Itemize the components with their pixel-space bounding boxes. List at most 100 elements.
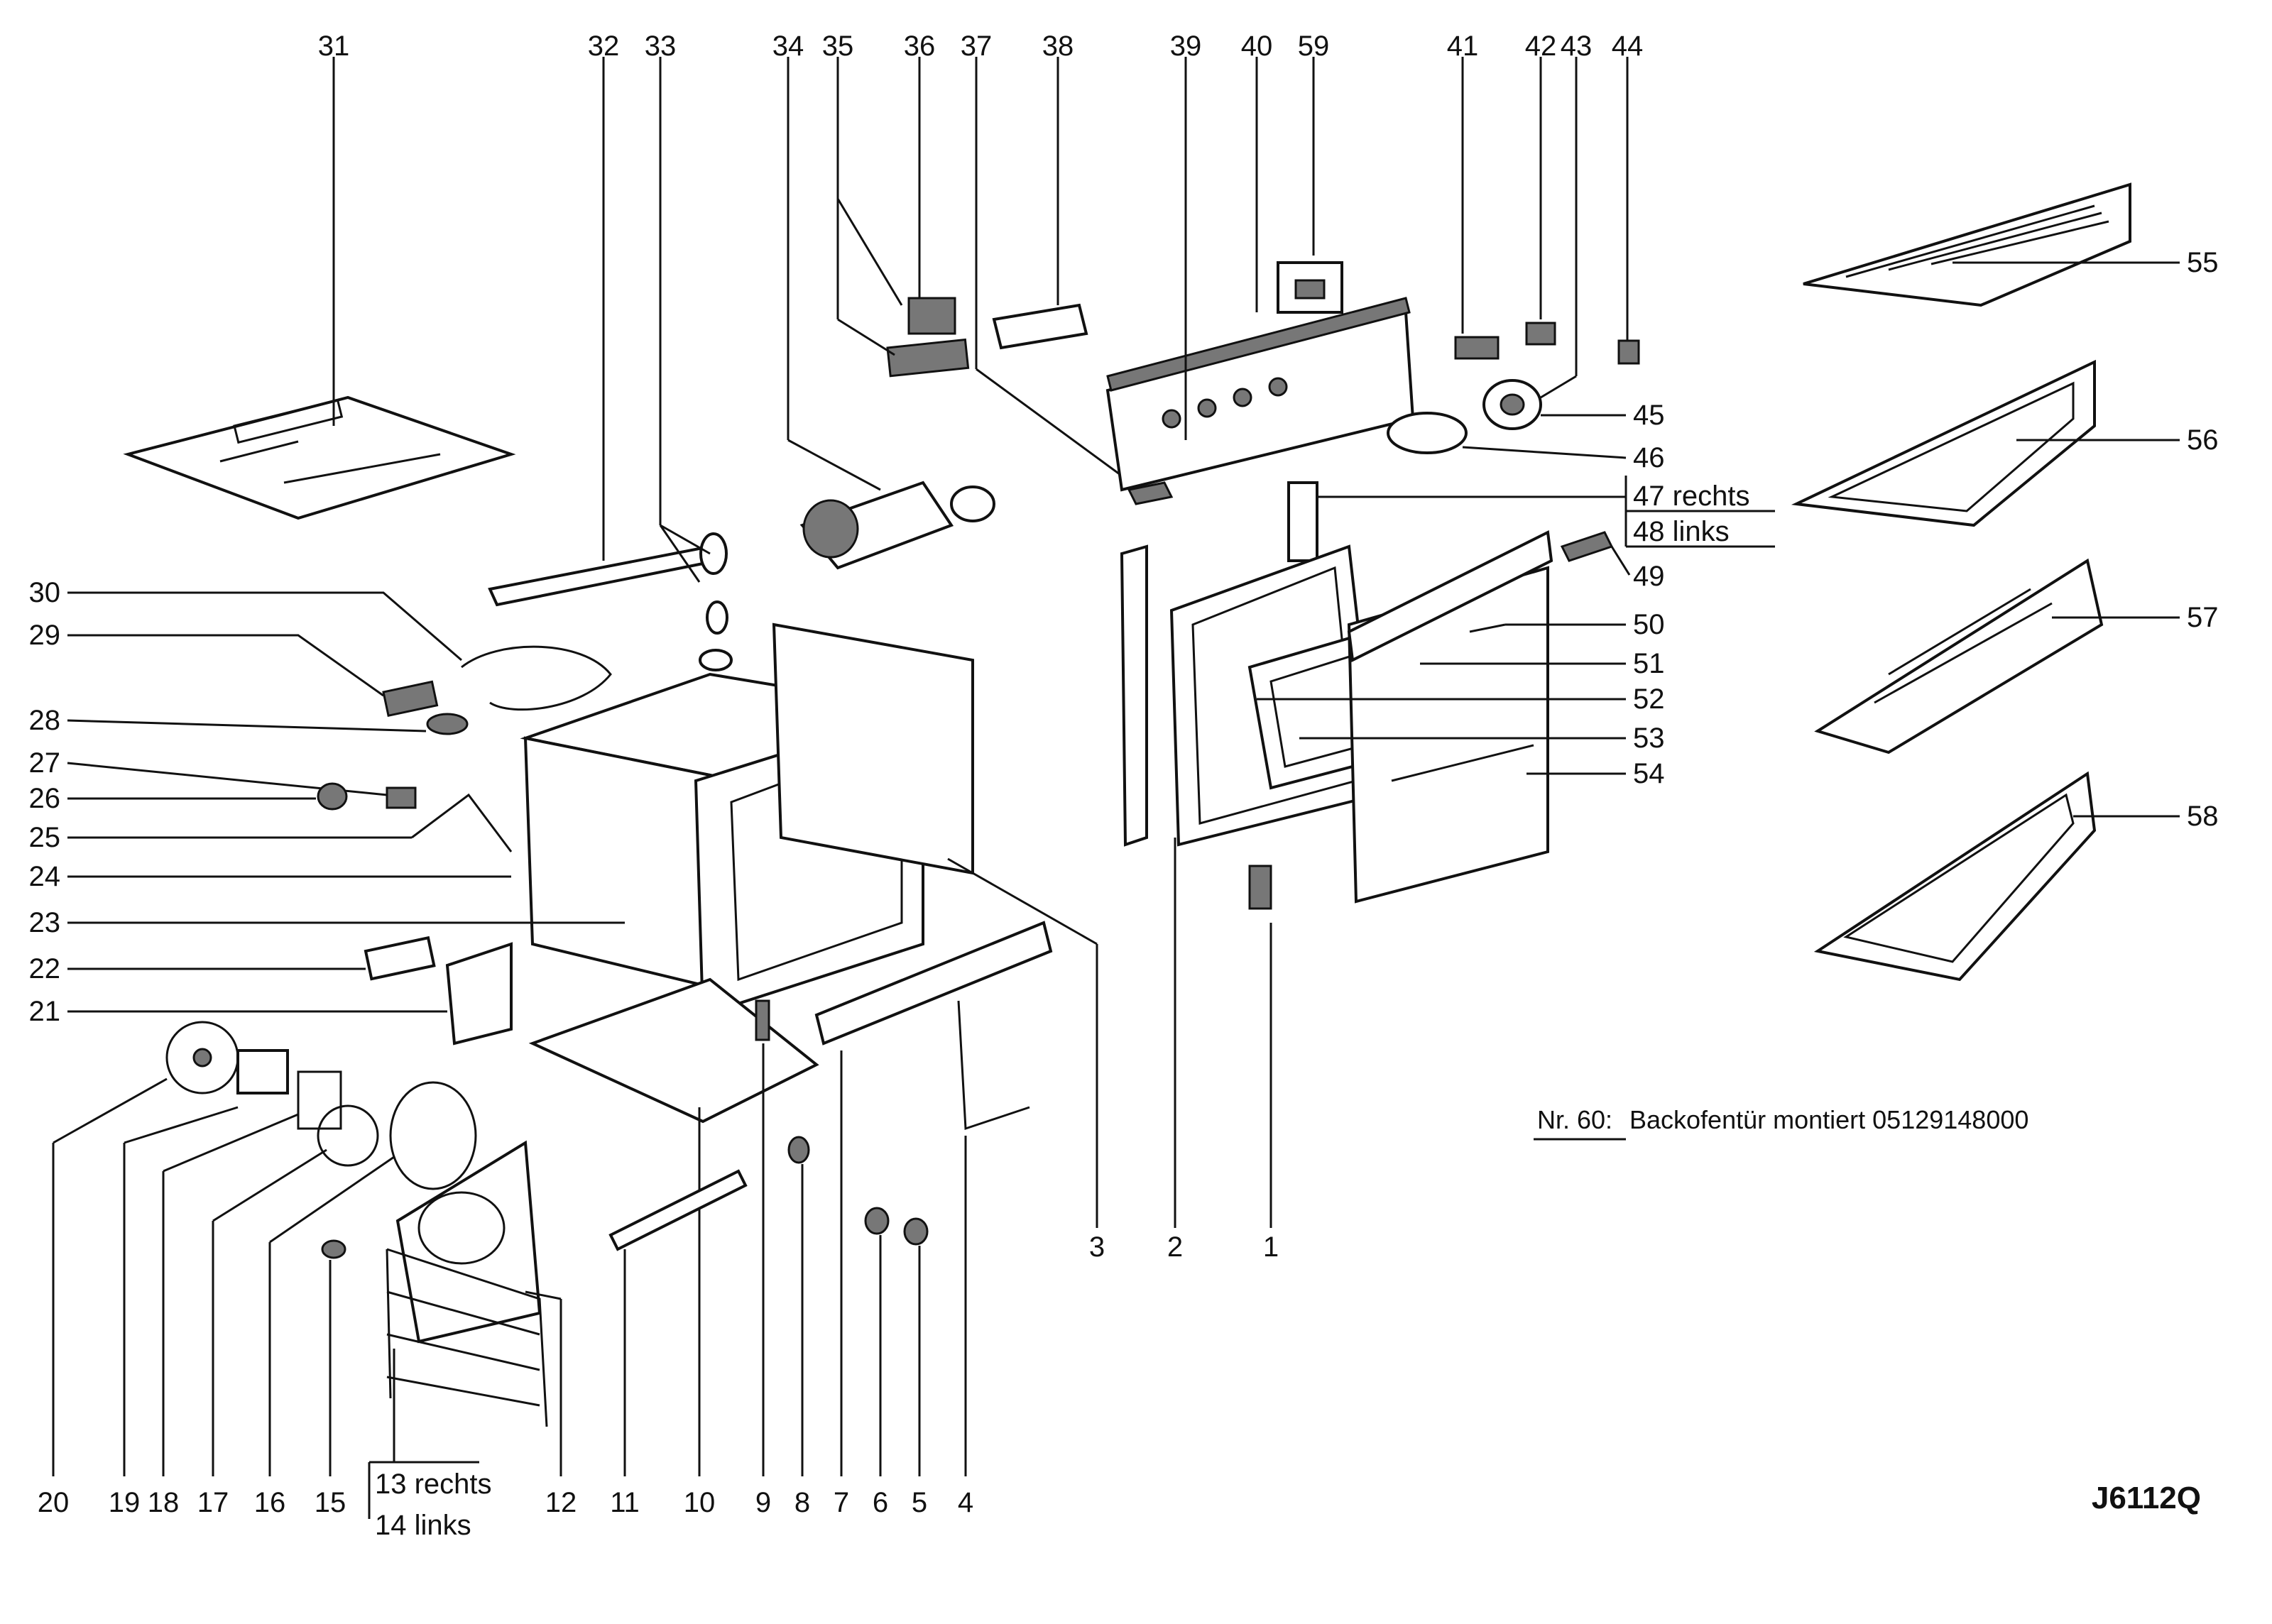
part-2-door-seal: [1120, 544, 1148, 847]
part-38-switch: [992, 303, 1088, 350]
label-29: 29: [29, 620, 61, 651]
part-33-lamp: [699, 532, 733, 671]
label-49: 49: [1633, 561, 1665, 592]
note-text: Backofentür montiert 05129148000: [1629, 1105, 2028, 1134]
label-28: 28: [29, 705, 61, 736]
part-57-wire-rack: [1814, 558, 2104, 755]
label-24: 24: [29, 861, 61, 892]
label-15: 15: [315, 1487, 346, 1518]
label-23: 23: [29, 907, 61, 938]
diagram-code: J6112Q: [2092, 1481, 2201, 1515]
part-6-screw: [864, 1207, 890, 1235]
part-49-lock: [1560, 531, 1614, 562]
part-oven-cavity: [520, 622, 974, 1017]
part-19-motor: [236, 1049, 289, 1094]
label-53: 53: [1633, 723, 1665, 754]
label-7: 7: [834, 1487, 849, 1518]
label-59: 59: [1298, 31, 1330, 62]
part-37-clip: [1127, 481, 1174, 505]
label-21: 21: [29, 996, 61, 1027]
part-58-drip-tray: [1813, 771, 2097, 982]
label-42: 42: [1525, 31, 1557, 62]
part-34-blower: [799, 481, 995, 570]
part-17-fan-blade: [317, 1104, 379, 1167]
part-5-screw: [903, 1217, 929, 1246]
part-20-fan: [165, 1021, 239, 1094]
label-54: 54: [1633, 758, 1665, 789]
part-42-lamp-socket: [1525, 322, 1556, 346]
part-59-switch-block: [1277, 261, 1343, 314]
label-30: 30: [29, 577, 61, 608]
label-58: 58: [2187, 801, 2219, 832]
label-1: 1: [1263, 1231, 1279, 1263]
label-11: 11: [610, 1487, 640, 1518]
label-40: 40: [1241, 31, 1273, 62]
label-34: 34: [772, 31, 804, 62]
part-50-handle: [1347, 530, 1553, 663]
label-19: 19: [109, 1487, 141, 1518]
label-2: 2: [1167, 1231, 1183, 1263]
label-12: 12: [545, 1487, 577, 1518]
part-36-thermostat: [907, 297, 956, 335]
label-41: 41: [1447, 31, 1479, 62]
label-39: 39: [1170, 31, 1202, 62]
label-55: 55: [2187, 247, 2219, 278]
part-15-pin: [321, 1239, 346, 1259]
part-30-heating-element: [461, 645, 612, 711]
label-27: 27: [29, 747, 61, 779]
part-8-screw: [787, 1136, 810, 1164]
part-26-clip: [317, 782, 348, 811]
part-35-switch: [836, 198, 970, 378]
label-52: 52: [1633, 684, 1665, 715]
label-3: 3: [1089, 1231, 1105, 1263]
label-16: 16: [254, 1487, 286, 1518]
label-35: 35: [822, 31, 854, 62]
part-44-clip: [1617, 339, 1640, 365]
label-4: 4: [958, 1487, 973, 1518]
part-1-hinge: [1248, 865, 1272, 910]
part-40-control-panel: [1105, 297, 1415, 492]
part-21-plate: [445, 942, 513, 1046]
part-28-cap: [426, 713, 469, 735]
part-7-rail: [814, 921, 1053, 1046]
part-31-top-cover: [123, 395, 516, 520]
label-9: 9: [755, 1487, 771, 1518]
part-4-bracket: [957, 1000, 1030, 1131]
part-16-ring-element: [389, 1081, 477, 1190]
part-25-element: [411, 793, 513, 852]
label-22: 22: [29, 953, 61, 984]
part-27-clip: [386, 786, 417, 809]
label-6: 6: [873, 1487, 888, 1518]
label-37: 37: [961, 31, 993, 62]
label-25: 25: [29, 822, 61, 853]
label-45: 45: [1633, 400, 1665, 431]
part-46-knob: [1387, 412, 1468, 454]
label-47: 47 rechts: [1633, 481, 1750, 512]
label-20: 20: [38, 1487, 70, 1518]
part-10-bottom-plate: [528, 977, 819, 1124]
part-22-hinge: [364, 936, 436, 981]
label-56: 56: [2187, 424, 2219, 456]
label-32: 32: [588, 31, 620, 62]
part-29-connector: [382, 680, 439, 718]
label-44: 44: [1612, 31, 1644, 62]
label-57: 57: [2187, 602, 2219, 633]
label-18: 18: [148, 1487, 180, 1518]
part-13-rack: [386, 1248, 548, 1427]
note-reference: Nr. 60:: [1537, 1105, 1612, 1134]
part-18-bracket: [297, 1070, 342, 1130]
label-51: 51: [1633, 648, 1665, 679]
label-50: 50: [1633, 609, 1665, 640]
label-17: 17: [197, 1487, 229, 1518]
part-56-baking-tray: [1791, 359, 2096, 527]
part-11-strip: [608, 1169, 748, 1251]
label-38: 38: [1042, 31, 1074, 62]
label-13: 13 rechts: [375, 1469, 492, 1500]
part-55-grill-rack: [1803, 182, 2131, 307]
label-31: 31: [318, 31, 350, 62]
part-12-rear-plate: [395, 1140, 542, 1344]
part-9-spring: [755, 999, 770, 1041]
label-8: 8: [794, 1487, 810, 1518]
label-43: 43: [1561, 31, 1593, 62]
label-10: 10: [684, 1487, 716, 1518]
